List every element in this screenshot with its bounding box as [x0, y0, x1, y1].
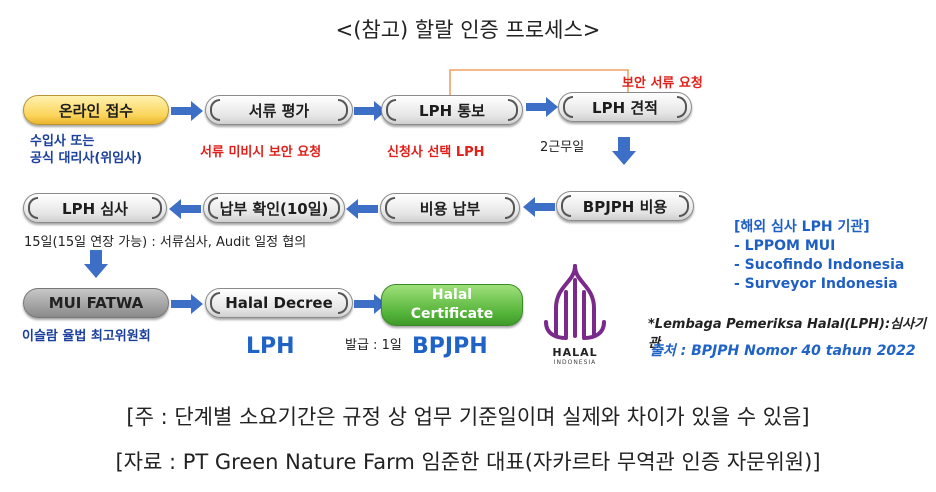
- step-document-evaluation: 서류 평가: [205, 95, 353, 125]
- step-bpjph-fee-label: BPJPH 비용: [582, 197, 668, 216]
- step-lph-notification: LPH 통보: [381, 95, 523, 125]
- step-bpjph-fee: BPJPH 비용: [556, 191, 694, 221]
- overseas-item: - Surveyor Indonesia: [734, 276, 898, 292]
- step-lph-notification-label: LPH 통보: [419, 101, 485, 120]
- page-title: <(참고) 할랄 인증 프로세스>: [335, 18, 601, 42]
- step-lph-quote: LPH 견적: [558, 92, 692, 122]
- arrow-right-icon: [526, 97, 558, 117]
- overseas-lph-list: [해외 심사 LPH 기관] - LPPOM MUI - Sucofindo I…: [734, 218, 904, 294]
- feedback-connector: [449, 69, 629, 98]
- halal-indonesia-logo: HALAL INDONESIA: [542, 262, 608, 366]
- certificate-line2: Certificate: [410, 306, 494, 322]
- importer-note: 수입사 또는 공식 대리사(위임사): [30, 134, 143, 166]
- arrow-down-icon: [612, 137, 636, 165]
- arrow-down-icon: [84, 250, 108, 278]
- halal-logo-word: HALAL: [552, 346, 598, 359]
- source-reference: 출처 : BPJPH Nomor 40 tahun 2022: [650, 343, 916, 359]
- audit-days-note: 15일(15일 연장 가능) : 서류심사, Audit 일정 협의: [24, 235, 307, 250]
- step-online-application-label: 온라인 접수: [58, 101, 134, 120]
- step-halal-decree-label: Halal Decree: [225, 294, 333, 312]
- arrow-left-icon: [169, 199, 201, 219]
- overseas-item: - Sucofindo Indonesia: [734, 257, 905, 273]
- step-payment-confirmation-label: 납부 확인(10일): [219, 199, 329, 218]
- halal-logo-icon: [544, 264, 606, 340]
- applicant-select-note: 신청사 선택 LPH: [387, 145, 485, 160]
- step-halal-certificate: Halal Certificate: [381, 284, 523, 326]
- step-lph-quote-label: LPH 견적: [592, 98, 658, 117]
- step-fee-payment-label: 비용 납부: [419, 199, 481, 218]
- certificate-line1: Halal: [431, 287, 473, 303]
- footer-note: [주 : 단계별 소요기간은 규정 상 업무 기준일이며 실제와 차이가 있을 …: [126, 405, 810, 429]
- supplement-request-label: 보안 서류 요청: [622, 76, 703, 91]
- overseas-heading: [해외 심사 LPH 기관]: [734, 219, 870, 235]
- step-fee-payment: 비용 납부: [380, 193, 520, 223]
- arrow-right-icon: [171, 101, 203, 121]
- step-mui-fatwa: MUI FATWA: [23, 288, 169, 318]
- lph-definition: *Lembaga Pemeriksa Halal(LPH):심사기관: [648, 317, 927, 351]
- arrow-right-icon: [354, 294, 386, 314]
- doc-supplement-note: 서류 미비시 보안 요청: [200, 145, 322, 160]
- footer-source: [자료 : PT Green Nature Farm 임준한 대표(자카르타 무…: [115, 450, 821, 474]
- arrow-right-icon: [171, 294, 203, 314]
- step-halal-decree: Halal Decree: [205, 288, 353, 318]
- mui-description: 이슬람 율법 최고위원회: [22, 329, 151, 344]
- step-payment-confirmation: 납부 확인(10일): [203, 193, 345, 223]
- step-lph-audit-label: LPH 심사: [62, 199, 128, 218]
- overseas-item: - LPPOM MUI: [734, 238, 836, 254]
- arrow-left-icon: [346, 199, 378, 219]
- step-document-evaluation-label: 서류 평가: [248, 101, 310, 120]
- bpjph-label: BPJPH: [412, 334, 488, 359]
- arrow-right-icon: [354, 101, 386, 121]
- step-lph-audit: LPH 심사: [23, 193, 167, 223]
- issue-days-note: 발급 : 1일: [345, 338, 402, 353]
- step-mui-fatwa-label: MUI FATWA: [48, 294, 144, 312]
- lph-label: LPH: [246, 334, 295, 359]
- arrow-left-icon: [523, 197, 555, 217]
- two-workdays-note: 2근무일: [540, 140, 585, 155]
- step-online-application: 온라인 접수: [23, 95, 169, 125]
- halal-logo-sub: INDONESIA: [553, 359, 597, 366]
